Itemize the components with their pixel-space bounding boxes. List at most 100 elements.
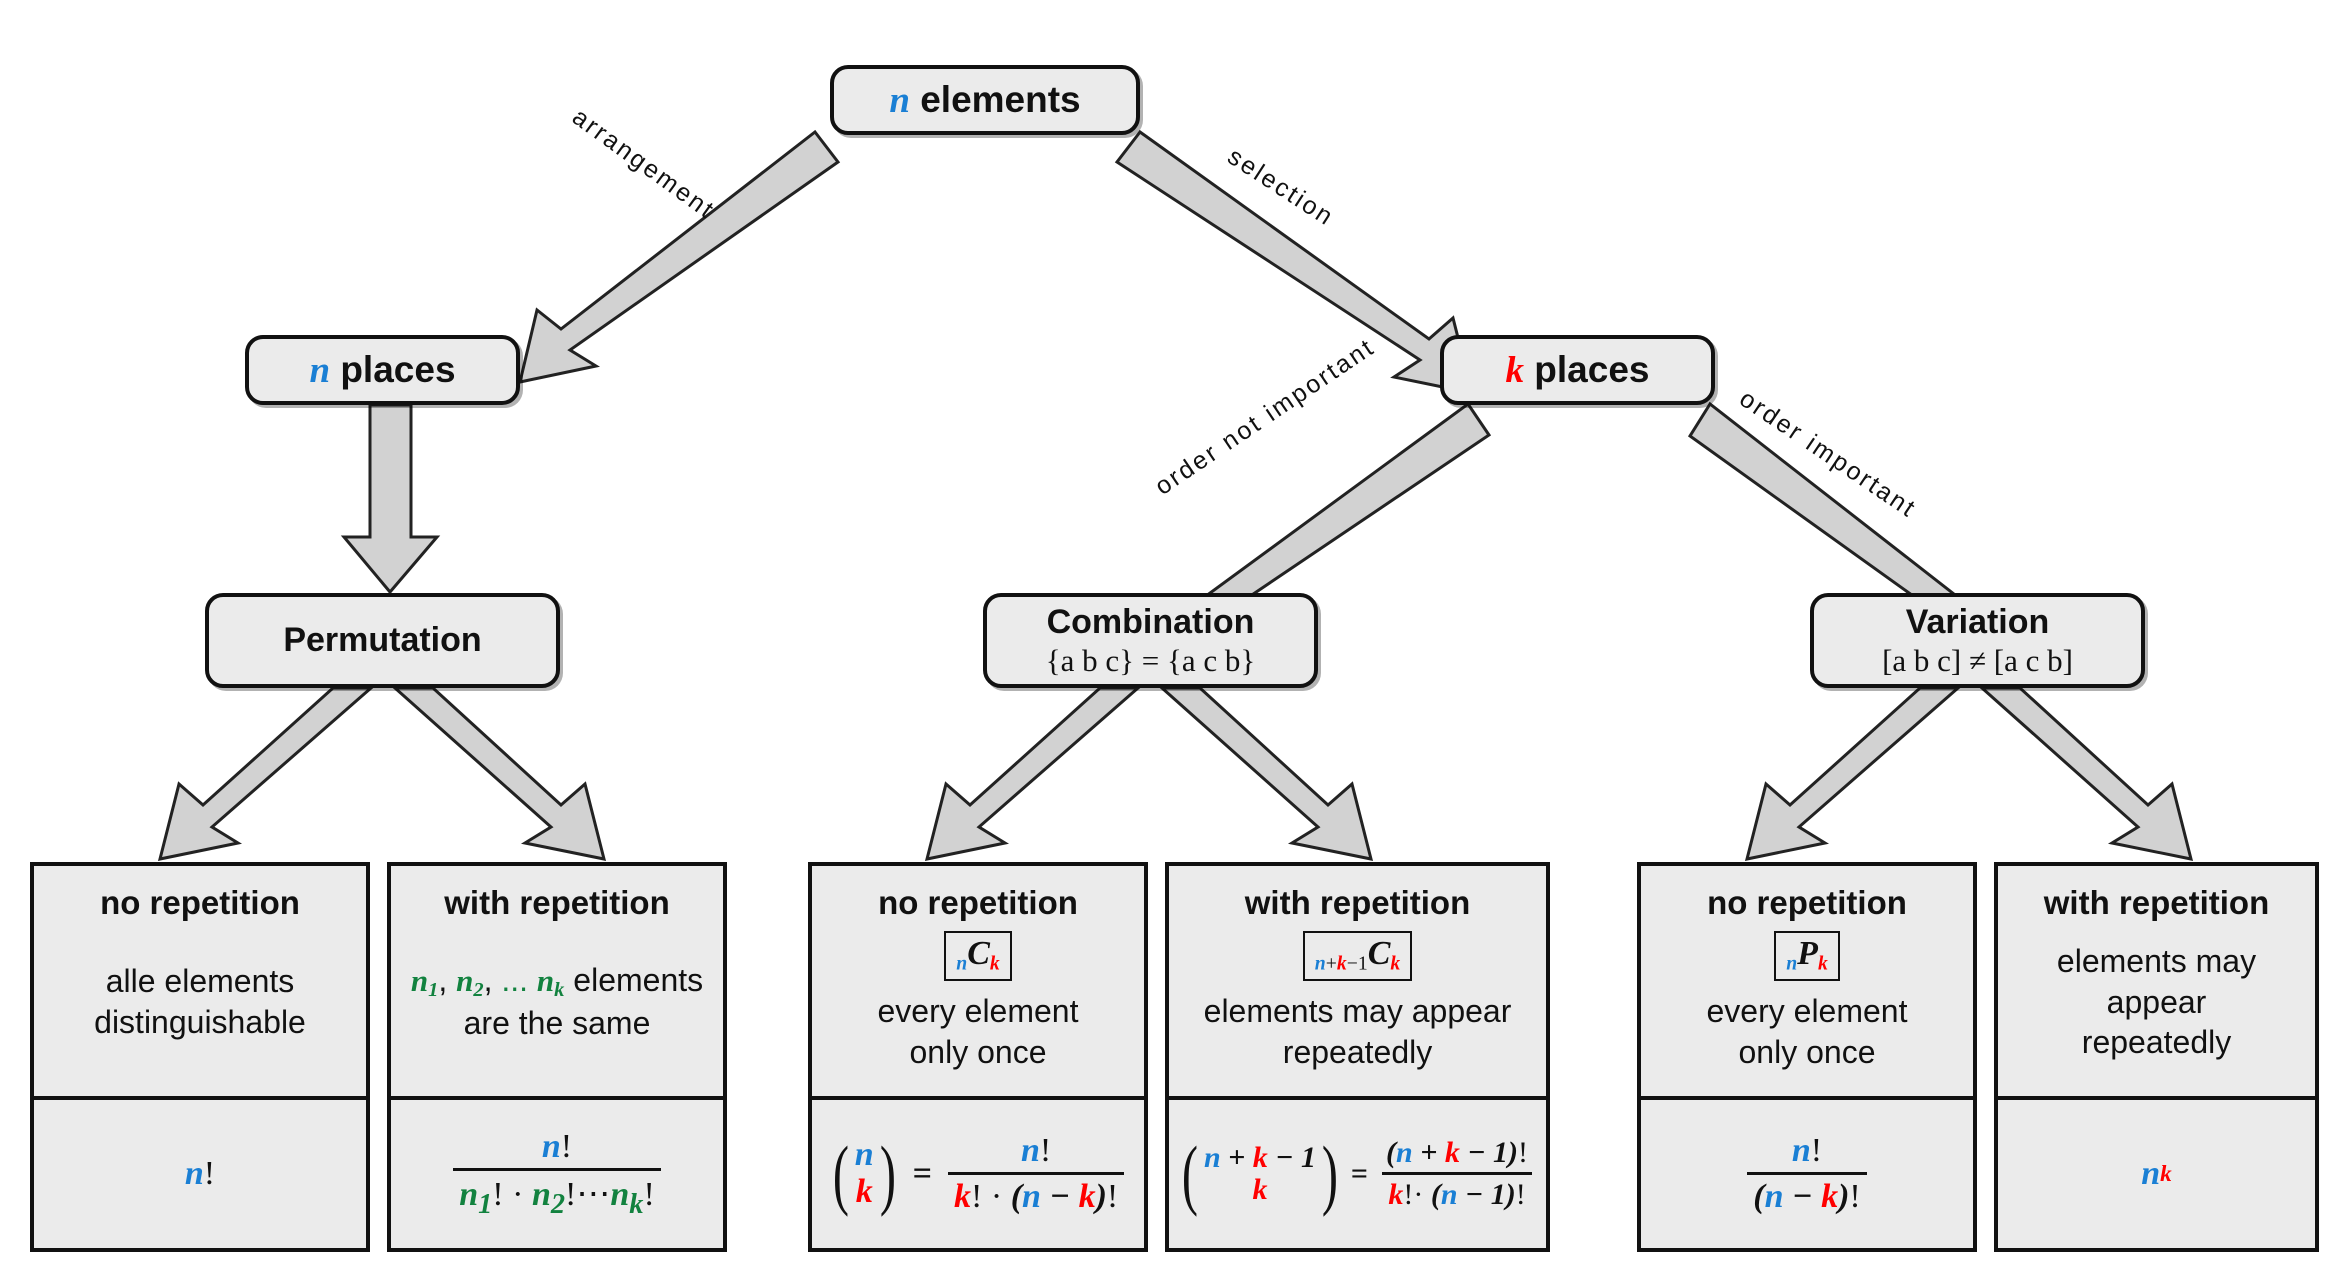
fraction: n! (n − k)! xyxy=(1747,1132,1867,1216)
leaf-heading: no repetition xyxy=(878,884,1078,921)
node-combination-subtitle: {a b c} = {a c b} xyxy=(1045,642,1256,678)
node-k-places-text: places xyxy=(1534,348,1650,390)
denominator: (n − k)! xyxy=(1747,1172,1867,1216)
node-n-elements-text: elements xyxy=(920,78,1081,120)
leaf-permutation-no-repetition[interactable]: no repetition alle elements distinguisha… xyxy=(30,862,370,1252)
variable-n: n xyxy=(541,1127,561,1165)
ellipsis: ... xyxy=(501,961,529,998)
fraction: (n + k − 1)! k!· (n − 1)! xyxy=(1380,1136,1534,1212)
notation-badge-nCk: nCk xyxy=(944,931,1012,982)
cdots: ⋯ xyxy=(576,1175,611,1213)
node-permutation[interactable]: Permutation xyxy=(205,593,560,688)
arrow-combination-left xyxy=(924,686,1142,861)
variable-nk: nk xyxy=(610,1175,644,1220)
leaf-formula: ( n k ) = n! k! · (n − k)! xyxy=(812,1100,1144,1248)
numerator: (n + k − 1)! xyxy=(1380,1136,1534,1172)
minus-sign: − xyxy=(1275,1140,1294,1174)
leaf-top-section: no repetition nPk every element only onc… xyxy=(1641,866,1973,1100)
leaf-permutation-with-repetition[interactable]: with repetition n1, n2, ... nk elements … xyxy=(387,862,727,1252)
leaf-combination-with-repetition[interactable]: with repetition n+k−1Ck elements may app… xyxy=(1165,862,1550,1252)
minus-sign: − xyxy=(1465,1178,1484,1211)
node-combination-title: Combination xyxy=(1046,602,1255,641)
factorial-sign: ! xyxy=(565,1175,577,1213)
variable-n: n xyxy=(889,79,910,121)
desc-line: n1, n2, ... nk elements xyxy=(411,960,703,1003)
node-variation-title: Variation xyxy=(1905,602,2050,641)
notation-badge-nPk: nPk xyxy=(1774,931,1840,982)
variable-k: k xyxy=(1817,952,1828,975)
variable-n: n xyxy=(854,1136,874,1174)
multiply-dot: · xyxy=(990,1178,1003,1215)
leaf-variation-no-repetition[interactable]: no repetition nPk every element only onc… xyxy=(1637,862,1977,1252)
leaf-top-section: with repetition elements may appear repe… xyxy=(1998,866,2315,1100)
binomial-coefficient: ( n + k − 1 k ) xyxy=(1177,1129,1343,1217)
symbol-P: P xyxy=(1797,935,1818,972)
leaf-description: alle elements distinguishable xyxy=(94,961,306,1043)
notation-badge-n-plus-k-minus-1-C-k: n+k−1Ck xyxy=(1302,931,1413,982)
right-paren: ) xyxy=(1321,1129,1338,1217)
desc-line: repeatedly xyxy=(1282,1033,1433,1070)
node-combination[interactable]: Combination {a b c} = {a c b} xyxy=(983,593,1318,688)
arrow-variation-right xyxy=(1978,686,2194,861)
number-one: 1 xyxy=(1493,1136,1509,1169)
factorial-sign: ! xyxy=(1849,1178,1861,1215)
plus-sign: + xyxy=(1420,1136,1438,1169)
variable-k: k xyxy=(1252,1140,1268,1174)
minus-sign: − xyxy=(1467,1136,1486,1169)
symbol-C: C xyxy=(1367,935,1391,972)
node-n-elements[interactable]: n elements xyxy=(830,65,1140,135)
denominator: k! · (n − k)! xyxy=(948,1172,1125,1216)
desc-line: are the same xyxy=(463,1005,651,1042)
variable-n: n xyxy=(1203,1140,1221,1174)
leaf-heading: no repetition xyxy=(100,884,300,921)
variable-k: k xyxy=(1821,1178,1839,1215)
variable-n1: n1 xyxy=(459,1175,493,1220)
plus-sign: + xyxy=(1325,952,1337,975)
node-n-places[interactable]: n places xyxy=(245,335,520,405)
badge-subscript-left: n+k−1 xyxy=(1315,953,1368,975)
edge-label-arrangement: arrangement xyxy=(567,102,721,225)
leaf-description: every element only once xyxy=(1707,991,1908,1073)
factorial-sign: ! xyxy=(560,1127,573,1165)
exponent-k: k xyxy=(2160,1160,2172,1187)
factorial-sign: ! xyxy=(1810,1132,1823,1169)
desc-line: only once xyxy=(909,1033,1047,1070)
leaf-description: elements may appear repeatedly xyxy=(2006,941,2307,1064)
node-k-places[interactable]: k places xyxy=(1440,335,1715,405)
variable-n: n xyxy=(309,349,331,391)
variable-k: k xyxy=(1444,1136,1460,1169)
variable-n2: n2 xyxy=(531,1175,566,1220)
minus-sign: − xyxy=(1346,952,1358,975)
factorial-sign: ! xyxy=(1515,1178,1526,1211)
desc-line: alle elements xyxy=(105,963,295,1000)
right-paren: ) xyxy=(1838,1178,1850,1215)
leaf-heading: with repetition xyxy=(1244,884,1471,921)
leaf-heading: no repetition xyxy=(1707,884,1907,921)
minus-sign: − xyxy=(1791,1178,1813,1215)
node-variation[interactable]: Variation [a b c] ≠ [a c b] xyxy=(1810,593,2145,688)
comma: , xyxy=(483,961,493,998)
equals-sign: = xyxy=(912,1155,933,1192)
arrow-arrangement xyxy=(517,129,841,384)
binomial-stack: n k xyxy=(855,1137,874,1210)
variable-n: n xyxy=(2141,1155,2161,1192)
number-one: 1 xyxy=(1357,952,1368,975)
left-paren: ( xyxy=(832,1129,849,1217)
numerator: n! xyxy=(1786,1132,1828,1172)
variable-n1: n1 xyxy=(410,962,439,1001)
arrow-permutation-right xyxy=(391,686,607,861)
variable-n: n xyxy=(1314,952,1326,975)
leaf-variation-with-repetition[interactable]: with repetition elements may appear repe… xyxy=(1994,862,2319,1252)
leaf-combination-no-repetition[interactable]: no repetition nCk every element only onc… xyxy=(808,862,1148,1252)
desc-line: elements may appear xyxy=(1203,992,1512,1029)
variable-k: k xyxy=(1336,952,1347,975)
variable-n2: n2 xyxy=(456,962,484,1001)
variable-k: k xyxy=(855,1173,873,1210)
edge-label-order-important: order important xyxy=(1734,384,1922,524)
variable-n: n xyxy=(1786,952,1798,975)
node-permutation-title: Permutation xyxy=(283,621,482,660)
minus-sign: − xyxy=(1049,1178,1071,1215)
edge-label-order-not-important: order not important xyxy=(1149,332,1381,501)
arrow-n-places-to-permutation xyxy=(340,403,441,595)
